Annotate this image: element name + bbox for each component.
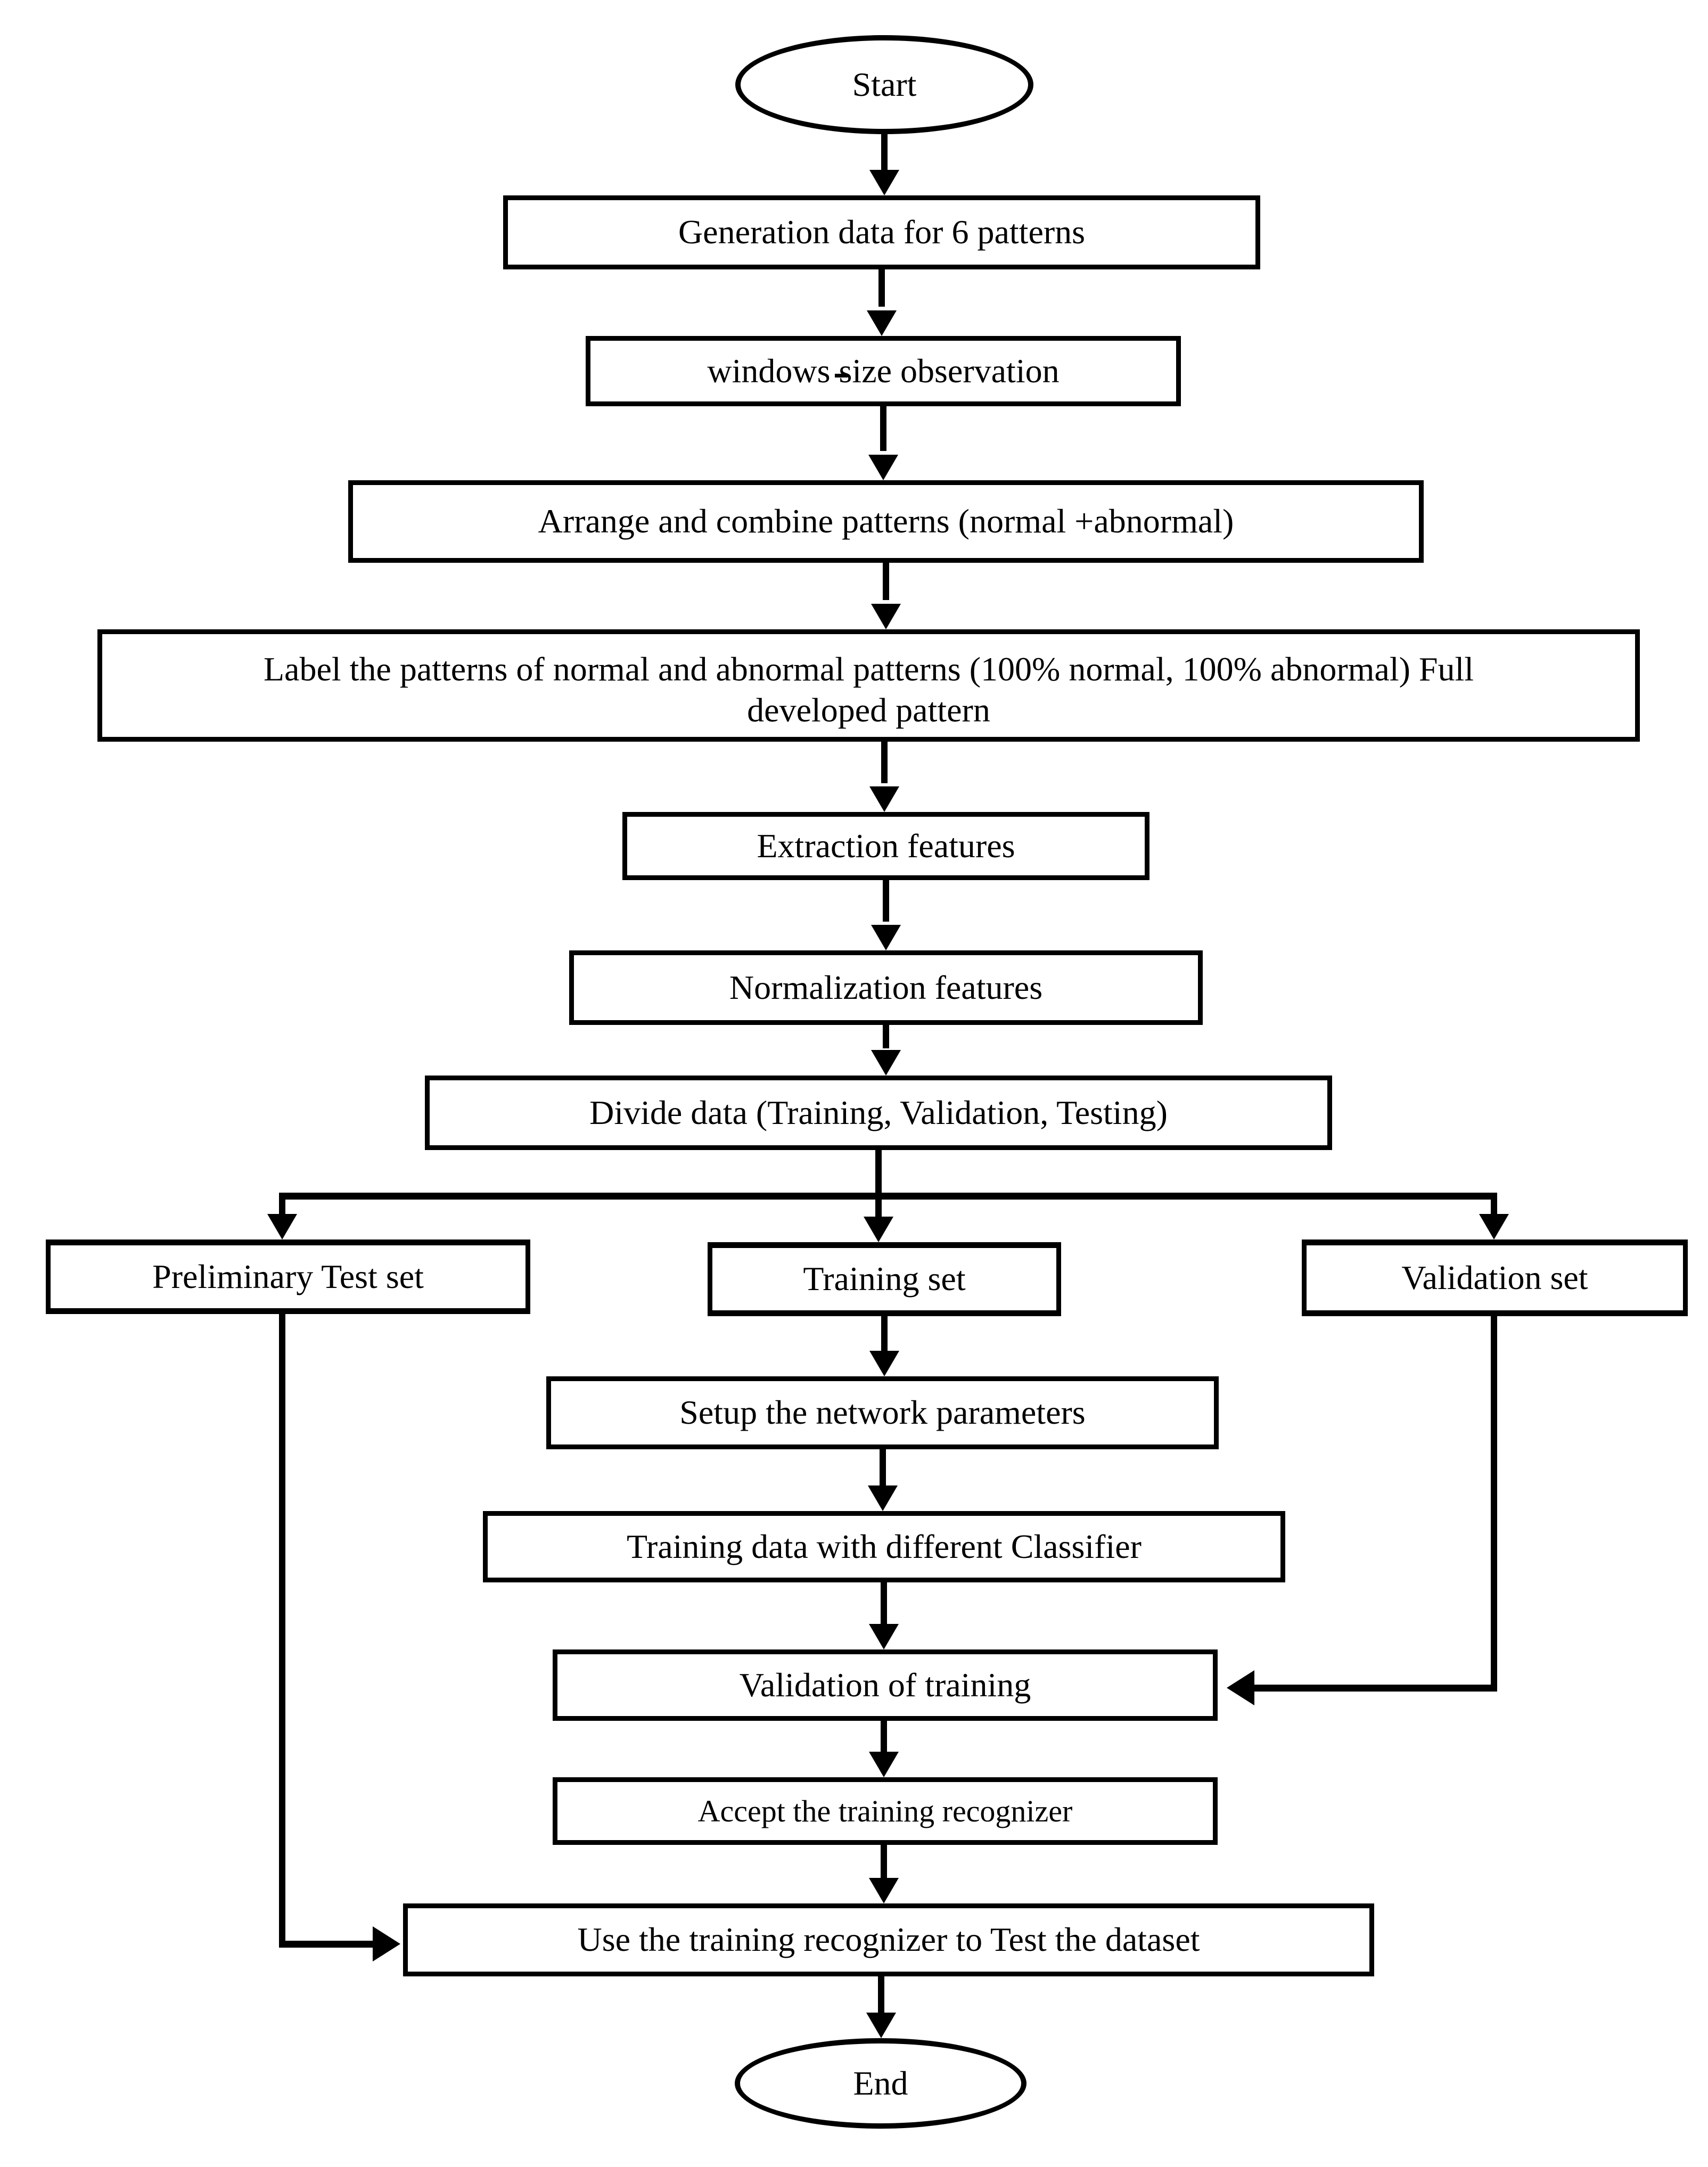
arrow-start-to-generation-shaft [881,134,888,170]
node-setup-network: Setup the network parameters [546,1376,1219,1449]
node-preliminary-test: Preliminary Test set [46,1240,530,1314]
arrow-branch-to-validation-head [1479,1214,1509,1240]
node-accept-recognizer: Accept the training recognizer [553,1777,1218,1845]
node-training-classifier: Training data with different Classifier [483,1511,1285,1582]
node-training-set-label: Training set [803,1260,966,1298]
arrow-validationset-to-validation-vline [1491,1316,1497,1690]
arrow-windows-to-arrange-shaft [880,406,886,451]
arrow-divide-to-branch-shaft [875,1150,882,1196]
node-end: End [735,2038,1027,2129]
arrow-training-to-setup-shaft [881,1316,888,1351]
node-extraction: Extraction features [622,812,1149,880]
arrow-validation-to-accept-shaft [881,1721,887,1753]
arrow-arrange-to-label-head [871,604,901,629]
arrow-extraction-to-normalization-head [871,925,901,950]
node-end-label: End [853,2064,908,2102]
arrow-validationset-to-validation-head [1227,1670,1254,1705]
node-validation-training-label: Validation of training [739,1665,1031,1704]
node-preliminary-test-label: Preliminary Test set [152,1257,424,1295]
node-extraction-label: Extraction features [757,826,1015,865]
node-use-recognizer-label: Use the training recognizer to Test the … [577,1920,1200,1959]
arrow-generation-to-windows-head [867,310,897,336]
arrow-accept-to-use-head [869,1878,899,1903]
node-windows: windows size observation [586,336,1181,406]
arrow-setup-to-classifier-shaft [880,1449,886,1487]
node-validation-set: Validation set [1302,1240,1688,1316]
arrow-branch-to-training-head [864,1217,893,1242]
node-start-label: Start [852,65,917,103]
node-windows-label: windows size observation [707,351,1060,390]
node-generation: Generation data for 6 patterns [503,195,1260,269]
node-training-set: Training set [708,1242,1061,1316]
node-normalization-label: Normalization features [729,968,1043,1006]
arrow-validationset-to-validation-hline [1254,1685,1497,1692]
arrow-branch-to-preliminary-shaft [279,1200,285,1216]
arrow-branch-to-validation-shaft [1491,1200,1497,1216]
arrow-label-to-extraction-shaft [881,742,888,783]
node-normalization: Normalization features [569,950,1203,1025]
node-generation-label: Generation data for 6 patterns [678,213,1086,251]
arrow-preliminary-to-use-vline [279,1314,285,1948]
node-start: Start [735,35,1033,134]
arrow-arrange-to-label-shaft [883,563,889,600]
node-divide: Divide data (Training, Validation, Testi… [425,1076,1332,1150]
arrow-preliminary-to-use-head [373,1926,400,1961]
node-label-patterns-line2: developed pattern [747,691,990,729]
arrow-use-to-end-head [866,2013,896,2038]
arrow-use-to-end-shaft [878,1976,884,2014]
arrow-normalization-to-divide-head [871,1050,901,1076]
node-arrange-label: Arrange and combine patterns (normal +ab… [538,502,1234,540]
node-accept-recognizer-label: Accept the training recognizer [697,1793,1073,1828]
arrow-validation-to-accept-head [869,1752,899,1777]
node-validation-training: Validation of training [553,1649,1218,1721]
arrow-classifier-to-validation-head [869,1624,899,1649]
arrow-accept-to-use-shaft [881,1845,887,1879]
node-validation-set-label: Validation set [1401,1258,1588,1296]
arrow-normalization-to-divide-shaft [883,1025,889,1048]
arrow-label-to-extraction-head [869,786,899,812]
node-divide-label: Divide data (Training, Validation, Testi… [589,1093,1168,1131]
branch-horizontal-line [279,1193,1497,1200]
arrow-setup-to-classifier-head [868,1485,898,1511]
arrow-training-to-setup-head [869,1351,899,1376]
node-use-recognizer: Use the training recognizer to Test the … [403,1903,1374,1976]
arrow-generation-to-windows-shaft [878,269,885,307]
arrow-extraction-to-normalization-shaft [883,880,889,922]
node-training-classifier-label: Training data with different Classifier [627,1527,1142,1565]
arrow-branch-to-preliminary-head [267,1214,297,1240]
arrow-branch-to-training-shaft [875,1200,882,1218]
arrow-preliminary-to-use-hline [279,1941,377,1948]
node-setup-network-label: Setup the network parameters [679,1393,1086,1432]
arrow-classifier-to-validation-shaft [881,1582,887,1625]
arrow-windows-to-arrange-head [868,455,898,480]
stray-dash-mark [835,374,848,377]
arrow-start-to-generation-head [869,170,899,195]
node-label-patterns-line1: Label the patterns of normal and abnorma… [263,650,1474,688]
node-arrange: Arrange and combine patterns (normal +ab… [348,480,1424,563]
node-label-patterns: Label the patterns of normal and abnorma… [97,629,1640,742]
